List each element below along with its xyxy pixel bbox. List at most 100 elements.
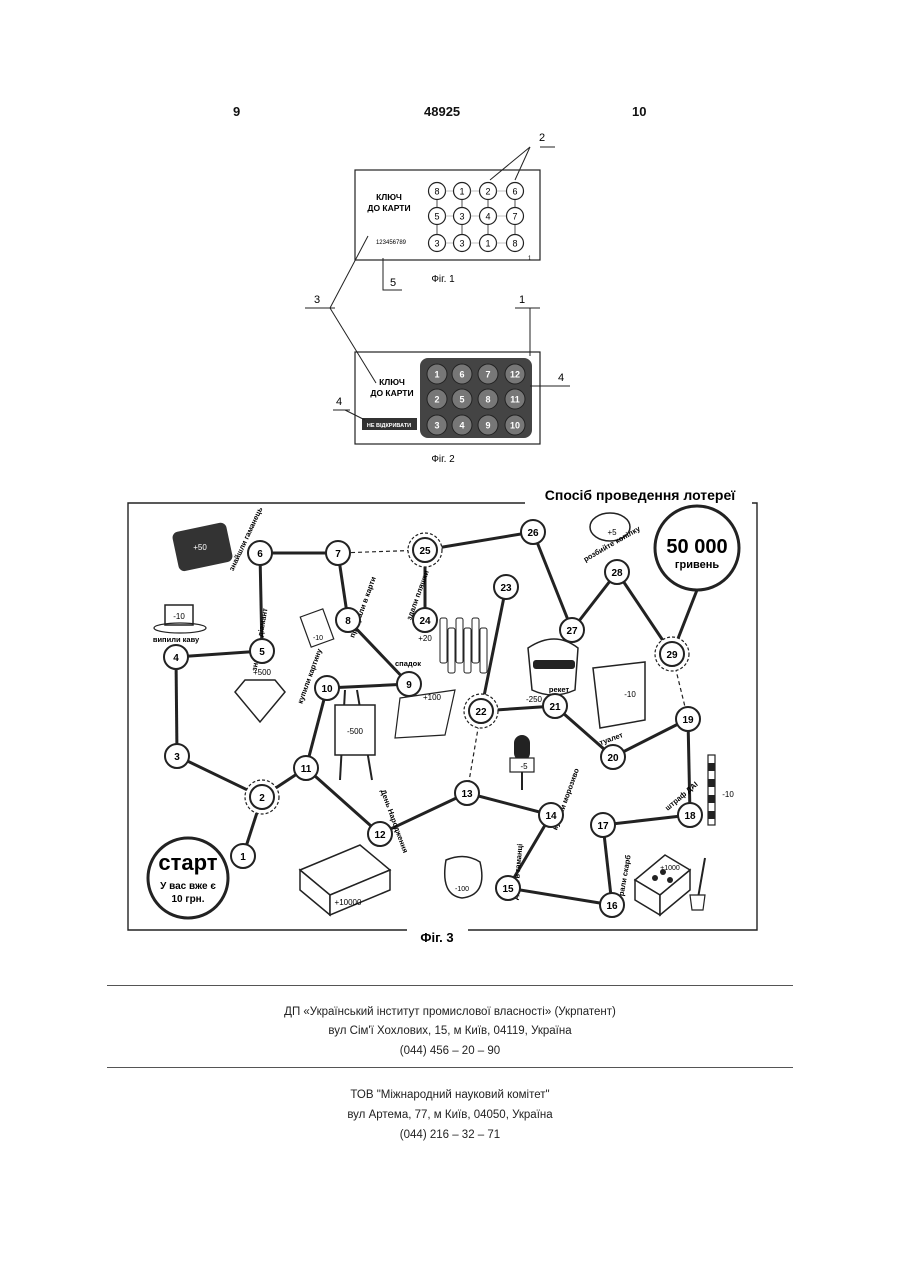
bottle — [440, 618, 447, 663]
node-14-number: 14 — [545, 811, 557, 822]
node-12-number: 12 — [374, 830, 386, 841]
fig2-callout-3: 3 — [314, 294, 320, 306]
gift-box-illustration: +10000 — [300, 845, 390, 915]
path-segment — [508, 888, 612, 905]
fig1-caption: Фіг. 1 — [431, 274, 455, 285]
fig1-serial: 123456789 — [376, 240, 407, 246]
node-4-number: 4 — [173, 653, 179, 664]
footer-org1-address: вул Сім'ї Хохлових, 15, м Київ, 04119, У… — [0, 1025, 900, 1037]
node-2-number: 2 — [259, 793, 265, 804]
node-20-number: 20 — [607, 753, 619, 764]
letter-value: +100 — [423, 693, 442, 702]
fig2-callout-1: 1 — [519, 294, 525, 306]
node-22-number: 22 — [475, 707, 487, 718]
footer-org1-phone: (044) 456 – 20 – 90 — [0, 1045, 900, 1057]
figure-1: КЛЮЧ ДО КАРТИ 123456789 812653473318 2 5… — [355, 132, 555, 290]
bottle — [472, 618, 479, 663]
fig2-card-title-2: ДО КАРТИ — [370, 388, 413, 398]
node-18-number: 18 — [684, 811, 696, 822]
node-6-number: 6 — [257, 549, 263, 560]
fig2-cell-number: 3 — [434, 421, 439, 431]
ice-cream-value: -5 — [520, 762, 528, 771]
fig3-caption: Фіг. 3 — [420, 930, 453, 945]
fig1-cell-number: 2 — [485, 187, 490, 197]
fig2-cell-number: 11 — [510, 395, 520, 405]
node-10-number: 10 — [321, 684, 333, 695]
purse-value: +50 — [193, 543, 207, 552]
fig1-cell-number: 1 — [459, 187, 464, 197]
fig2-callout-4-right: 4 — [558, 372, 564, 384]
footer-org2-phone: (044) 216 – 32 – 71 — [0, 1129, 900, 1141]
fig1-card-title-1: КЛЮЧ — [376, 192, 402, 202]
fig1-callout-2: 2 — [539, 132, 545, 144]
fig2-cell-number: 4 — [459, 421, 464, 431]
figure-2: 167122581134910 КЛЮЧ ДО КАРТИ НЕ ВІДКРИВ… — [305, 236, 570, 465]
fig2-caption: Фіг. 2 — [431, 454, 455, 465]
bottle — [464, 628, 471, 673]
fig1-cell-number: 7 — [512, 212, 517, 222]
striped-post-illustration: -10 — [708, 755, 734, 825]
cabinet-illustration: -10 — [593, 662, 645, 728]
fig2-callout-4-left: 4 — [336, 396, 342, 408]
post-value: -10 — [722, 790, 734, 799]
bottles-illustration — [440, 618, 487, 673]
path-segment — [467, 793, 551, 815]
node-23-number: 23 — [500, 583, 512, 594]
easel-value: -500 — [347, 727, 364, 736]
node-11-number: 11 — [301, 764, 312, 775]
node-27-number: 27 — [566, 626, 578, 637]
node-1-number: 1 — [240, 852, 246, 863]
prize-amount: 50 000 — [666, 536, 727, 558]
fig2-cell-number: 8 — [485, 395, 490, 405]
fig2-callout-3-leader-b — [330, 308, 376, 383]
start-line-2: 10 грн. — [172, 894, 205, 905]
fig1-cell-number: 4 — [485, 212, 490, 222]
fig2-cell-number: 5 — [459, 395, 464, 405]
node-9-text: спадок — [395, 659, 421, 668]
fig2-cell-number: 7 — [485, 370, 490, 380]
fig2-card-title-1: КЛЮЧ — [379, 377, 405, 387]
bottles-value: +20 — [418, 634, 432, 643]
footer-rule-middle — [107, 1067, 793, 1068]
path-segment — [603, 815, 690, 825]
fig1-cell-number: 3 — [434, 239, 439, 249]
diamond-illustration: +500 — [235, 668, 285, 722]
path-segment — [688, 719, 690, 815]
start-badge: старт У вас вже є 10 грн. — [148, 838, 228, 918]
node-9-number: 9 — [406, 680, 412, 691]
fig2-cell-number: 10 — [510, 421, 520, 431]
gift-box-value: +10000 — [335, 898, 362, 907]
cabinet-value: -10 — [624, 690, 636, 699]
fig2-callout-3-leader-a — [330, 236, 368, 308]
bottle — [448, 628, 455, 673]
purse-illustration: +50 — [171, 522, 233, 573]
fig2-cell-number: 9 — [485, 421, 490, 431]
fig2-cell-number: 6 — [459, 370, 464, 380]
footer-org2-name: ТОВ "Міжнародний науковий комітет" — [0, 1089, 900, 1101]
fig1-cell-number: 3 — [459, 239, 464, 249]
node-4-text: випили каву — [153, 635, 200, 644]
node-29-number: 29 — [666, 650, 678, 661]
cards-illustration: -10 — [300, 609, 333, 647]
treasure-chest-illustration: +1000 — [635, 855, 705, 915]
fig1-cell-number: 5 — [434, 212, 439, 222]
fig1-callout-5: 5 — [390, 277, 396, 289]
letter-illustration: +100 — [395, 690, 455, 738]
fig1-cell-number: 6 — [512, 187, 517, 197]
node-25-number: 25 — [419, 546, 431, 557]
fig1-cell-number: 3 — [459, 212, 464, 222]
cup-value: -10 — [173, 612, 185, 621]
fig2-cell-number: 2 — [434, 395, 439, 405]
path-segment — [176, 657, 177, 756]
figure-3: Спосіб проведення лотереї Фіг. 3 +50 -10… — [128, 487, 757, 945]
footer-rule-top — [107, 985, 793, 986]
footer-org2-address: вул Артема, 77, м Київ, 04050, Україна — [0, 1109, 900, 1121]
node-7-number: 7 — [335, 549, 341, 560]
node-13-number: 13 — [461, 789, 473, 800]
coffee-cup-illustration: -10 — [154, 605, 206, 633]
node-8-number: 8 — [345, 616, 351, 627]
sack-value: -100 — [455, 886, 469, 893]
bottle — [456, 618, 463, 663]
path-segment — [533, 532, 572, 630]
node-26-number: 26 — [527, 528, 539, 539]
